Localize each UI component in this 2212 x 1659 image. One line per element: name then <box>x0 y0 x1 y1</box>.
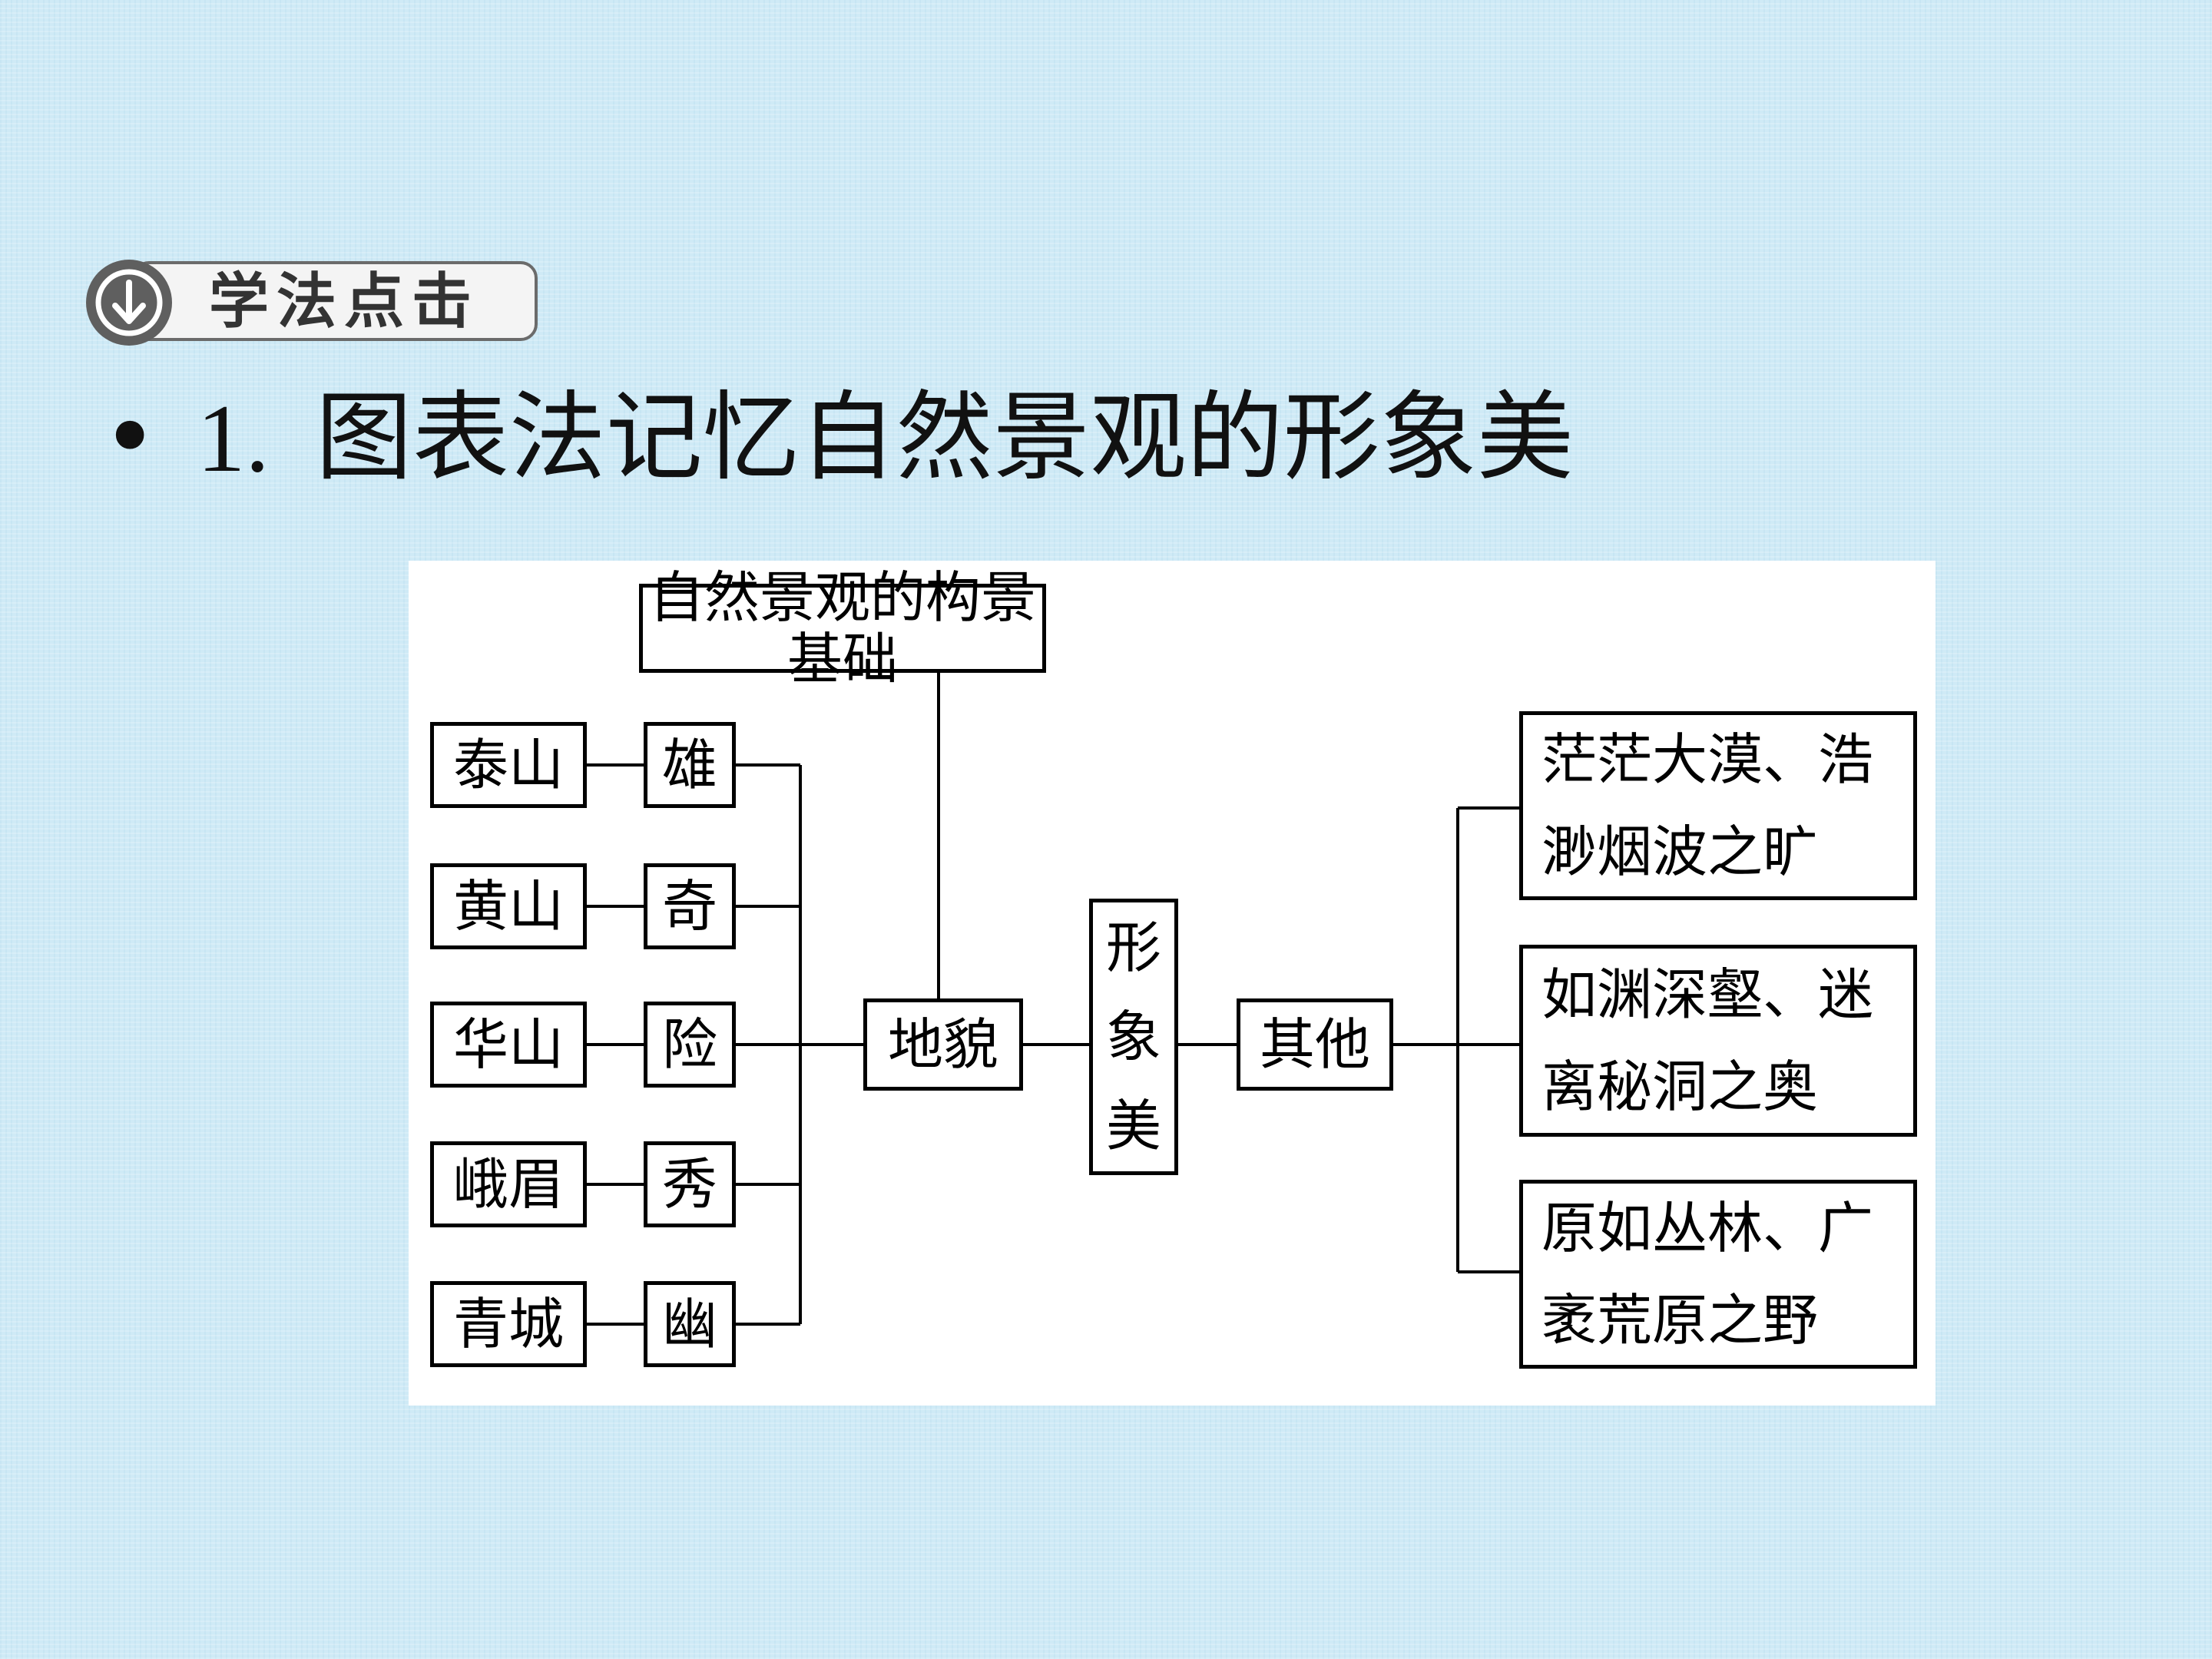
trait-node: 秀 <box>644 1141 736 1227</box>
center-node: 形象美 <box>1089 899 1178 1175</box>
heading: • 1. 图表法记忆自然景观的形象美 <box>101 381 1574 494</box>
circle-down-arrow-icon <box>86 260 172 346</box>
other-item-node: 茫茫大漠、浩渺烟波之旷 <box>1519 711 1917 900</box>
diagram-connectors <box>587 673 1519 1326</box>
mountain-node: 青城 <box>430 1281 587 1367</box>
mountain-node: 黄山 <box>430 863 587 949</box>
heading-text: 图表法记忆自然景观的形象美 <box>315 381 1574 494</box>
trait-node: 险 <box>644 1002 736 1088</box>
other-item-node: 原如丛林、广袤荒原之野 <box>1519 1180 1917 1369</box>
trait-node: 幽 <box>644 1281 736 1367</box>
other-item-node: 如渊深壑、迷离秘洞之奥 <box>1519 945 1917 1137</box>
trait-node: 雄 <box>644 722 736 808</box>
other-node: 其他 <box>1237 998 1393 1091</box>
root-node: 自然景观的构景基础 <box>639 567 1046 690</box>
mountain-node: 峨眉 <box>430 1141 587 1227</box>
heading-bullet: • <box>101 381 159 494</box>
section-tag-label: 学法点击 <box>209 267 480 336</box>
heading-number: 1. <box>197 386 270 492</box>
section-tag: 学法点击 <box>86 260 544 346</box>
section-tag-pill <box>132 261 538 341</box>
mountain-node: 华山 <box>430 1002 587 1088</box>
landform-node: 地貌 <box>863 998 1023 1091</box>
trait-node: 奇 <box>644 863 736 949</box>
diagram-panel: 自然景观的构景基础 泰山 黄山 华山 峨眉 青城 雄 奇 险 秀 幽 地貌 形象… <box>409 561 1936 1406</box>
mountain-node: 泰山 <box>430 722 587 808</box>
